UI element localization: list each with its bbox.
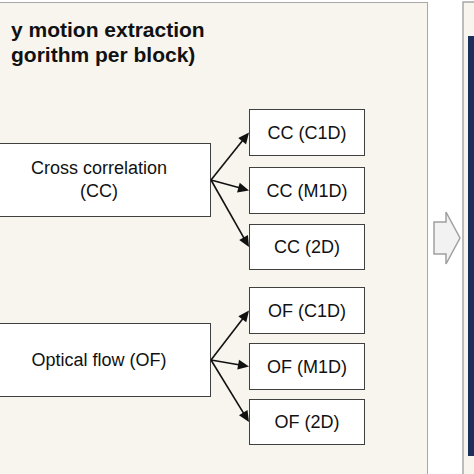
panel-heading: y motion extraction gorithm per block) [11,17,246,67]
arrow-head [237,360,249,370]
process-box: Cross correlation (CC) [0,143,211,217]
box-label: OF (C1D) [268,300,346,322]
arrow-head [239,235,249,247]
method-panel: y motion extraction gorithm per block) Cr… [0,2,428,474]
box-label: CC (C1D) [268,122,347,144]
arrow-head [239,410,249,422]
connector-line [211,140,243,180]
box-label: Optical flow (OF) [19,349,179,372]
result-image [468,36,474,456]
arrow-connector [211,311,249,361]
box-label: OF (M1D) [267,356,347,378]
arrow-connector [211,180,249,192]
process-box: CC (2D) [249,224,365,270]
connector-line [211,318,244,360]
process-box: OF (M1D) [249,343,365,390]
arrow-head [237,183,249,193]
process-box: CC (C1D) [249,109,365,156]
process-box: OF (C1D) [249,287,365,334]
next-panel [463,2,474,474]
arrow-head [238,311,249,323]
box-label: CC (M1D) [267,180,348,202]
process-box: Optical flow (OF) [0,323,211,397]
box-label: OF (2D) [275,411,340,433]
arrow-head [238,133,249,145]
connector-line [211,360,244,414]
box-label: CC (2D) [274,236,340,258]
arrow-connector [211,360,249,370]
connector-line [211,180,245,239]
connector-line [211,360,240,365]
connector-line [211,180,240,188]
box-label: Cross correlation (CC) [19,157,179,203]
process-box: OF (2D) [249,399,365,445]
arrow-connector [211,360,249,422]
arrow-connector [211,133,249,181]
arrow-connector [211,180,249,247]
flow-arrow [434,212,460,264]
process-box: CC (M1D) [249,167,365,214]
